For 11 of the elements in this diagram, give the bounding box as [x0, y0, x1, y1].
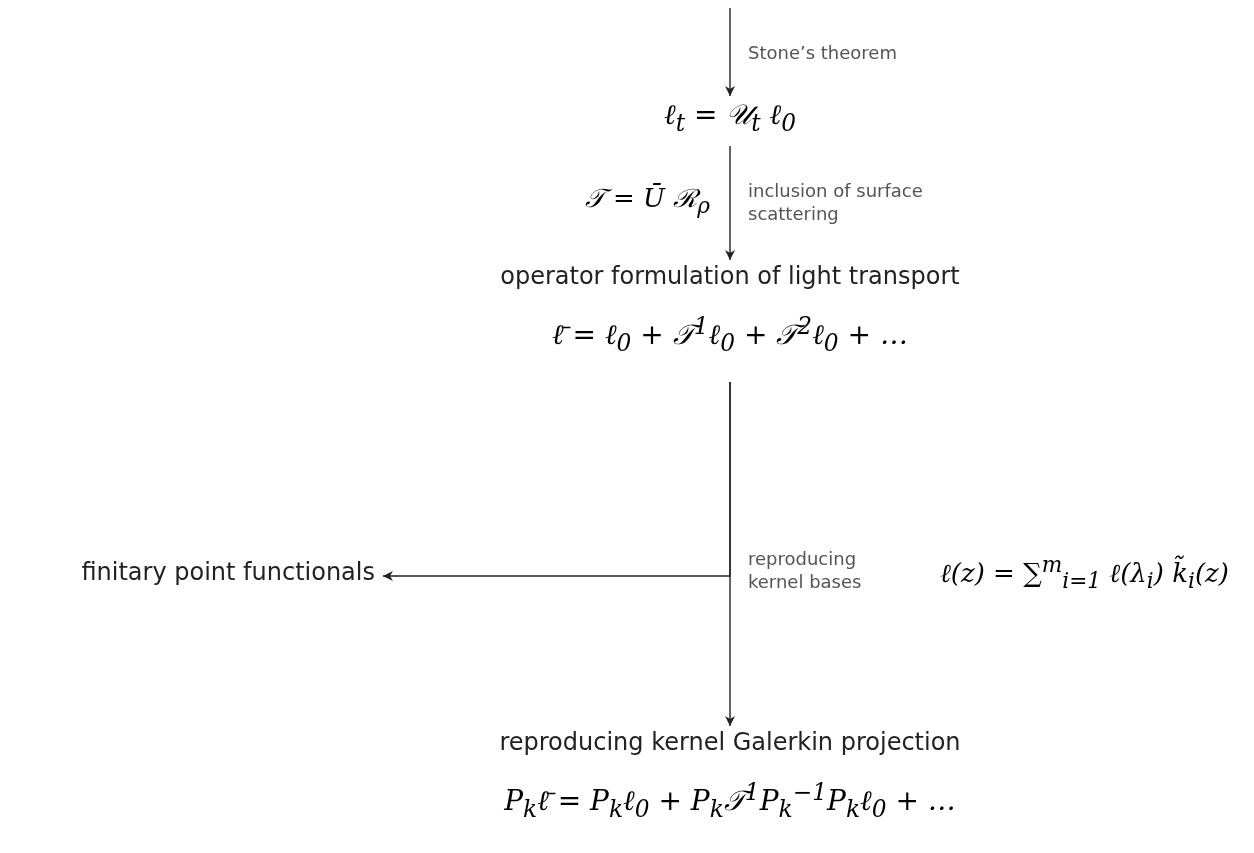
arrow — [725, 7, 735, 97]
equation: 𝒯 = Ū ℛ$_{ρ}$ — [584, 183, 710, 219]
node-label: finitary point functionals — [81, 558, 375, 586]
arrow — [382, 381, 731, 581]
equation: ℓ̄ = ℓ$_{0}$ + 𝒯$^{1}$ℓ$_{0}$ + 𝒯$^{2}$ℓ$_{0}$ + … — [552, 312, 908, 357]
equation: ℓ(z) = ∑$^{m}$$_{i=1}$ ℓ(λ$_{i}$) k̃$_{i}$(z) — [940, 552, 1229, 593]
equation: ℓ$_{t}$ = 𝒰$_{t}$ ℓ$_{0}$ — [663, 98, 797, 137]
node-label: reproducing kernel Galerkin projection — [499, 728, 961, 756]
arrow — [725, 145, 735, 261]
node-label: operator formulation of light transport — [500, 262, 960, 290]
equation: P$_{k}$ℓ̄ = P$_{k}$ℓ$_{0}$ + P$_{k}$𝒯$^{1}$P$_{k}$$^{−1}$P$_{k}$ℓ$_{0}$ + … — [504, 778, 956, 823]
